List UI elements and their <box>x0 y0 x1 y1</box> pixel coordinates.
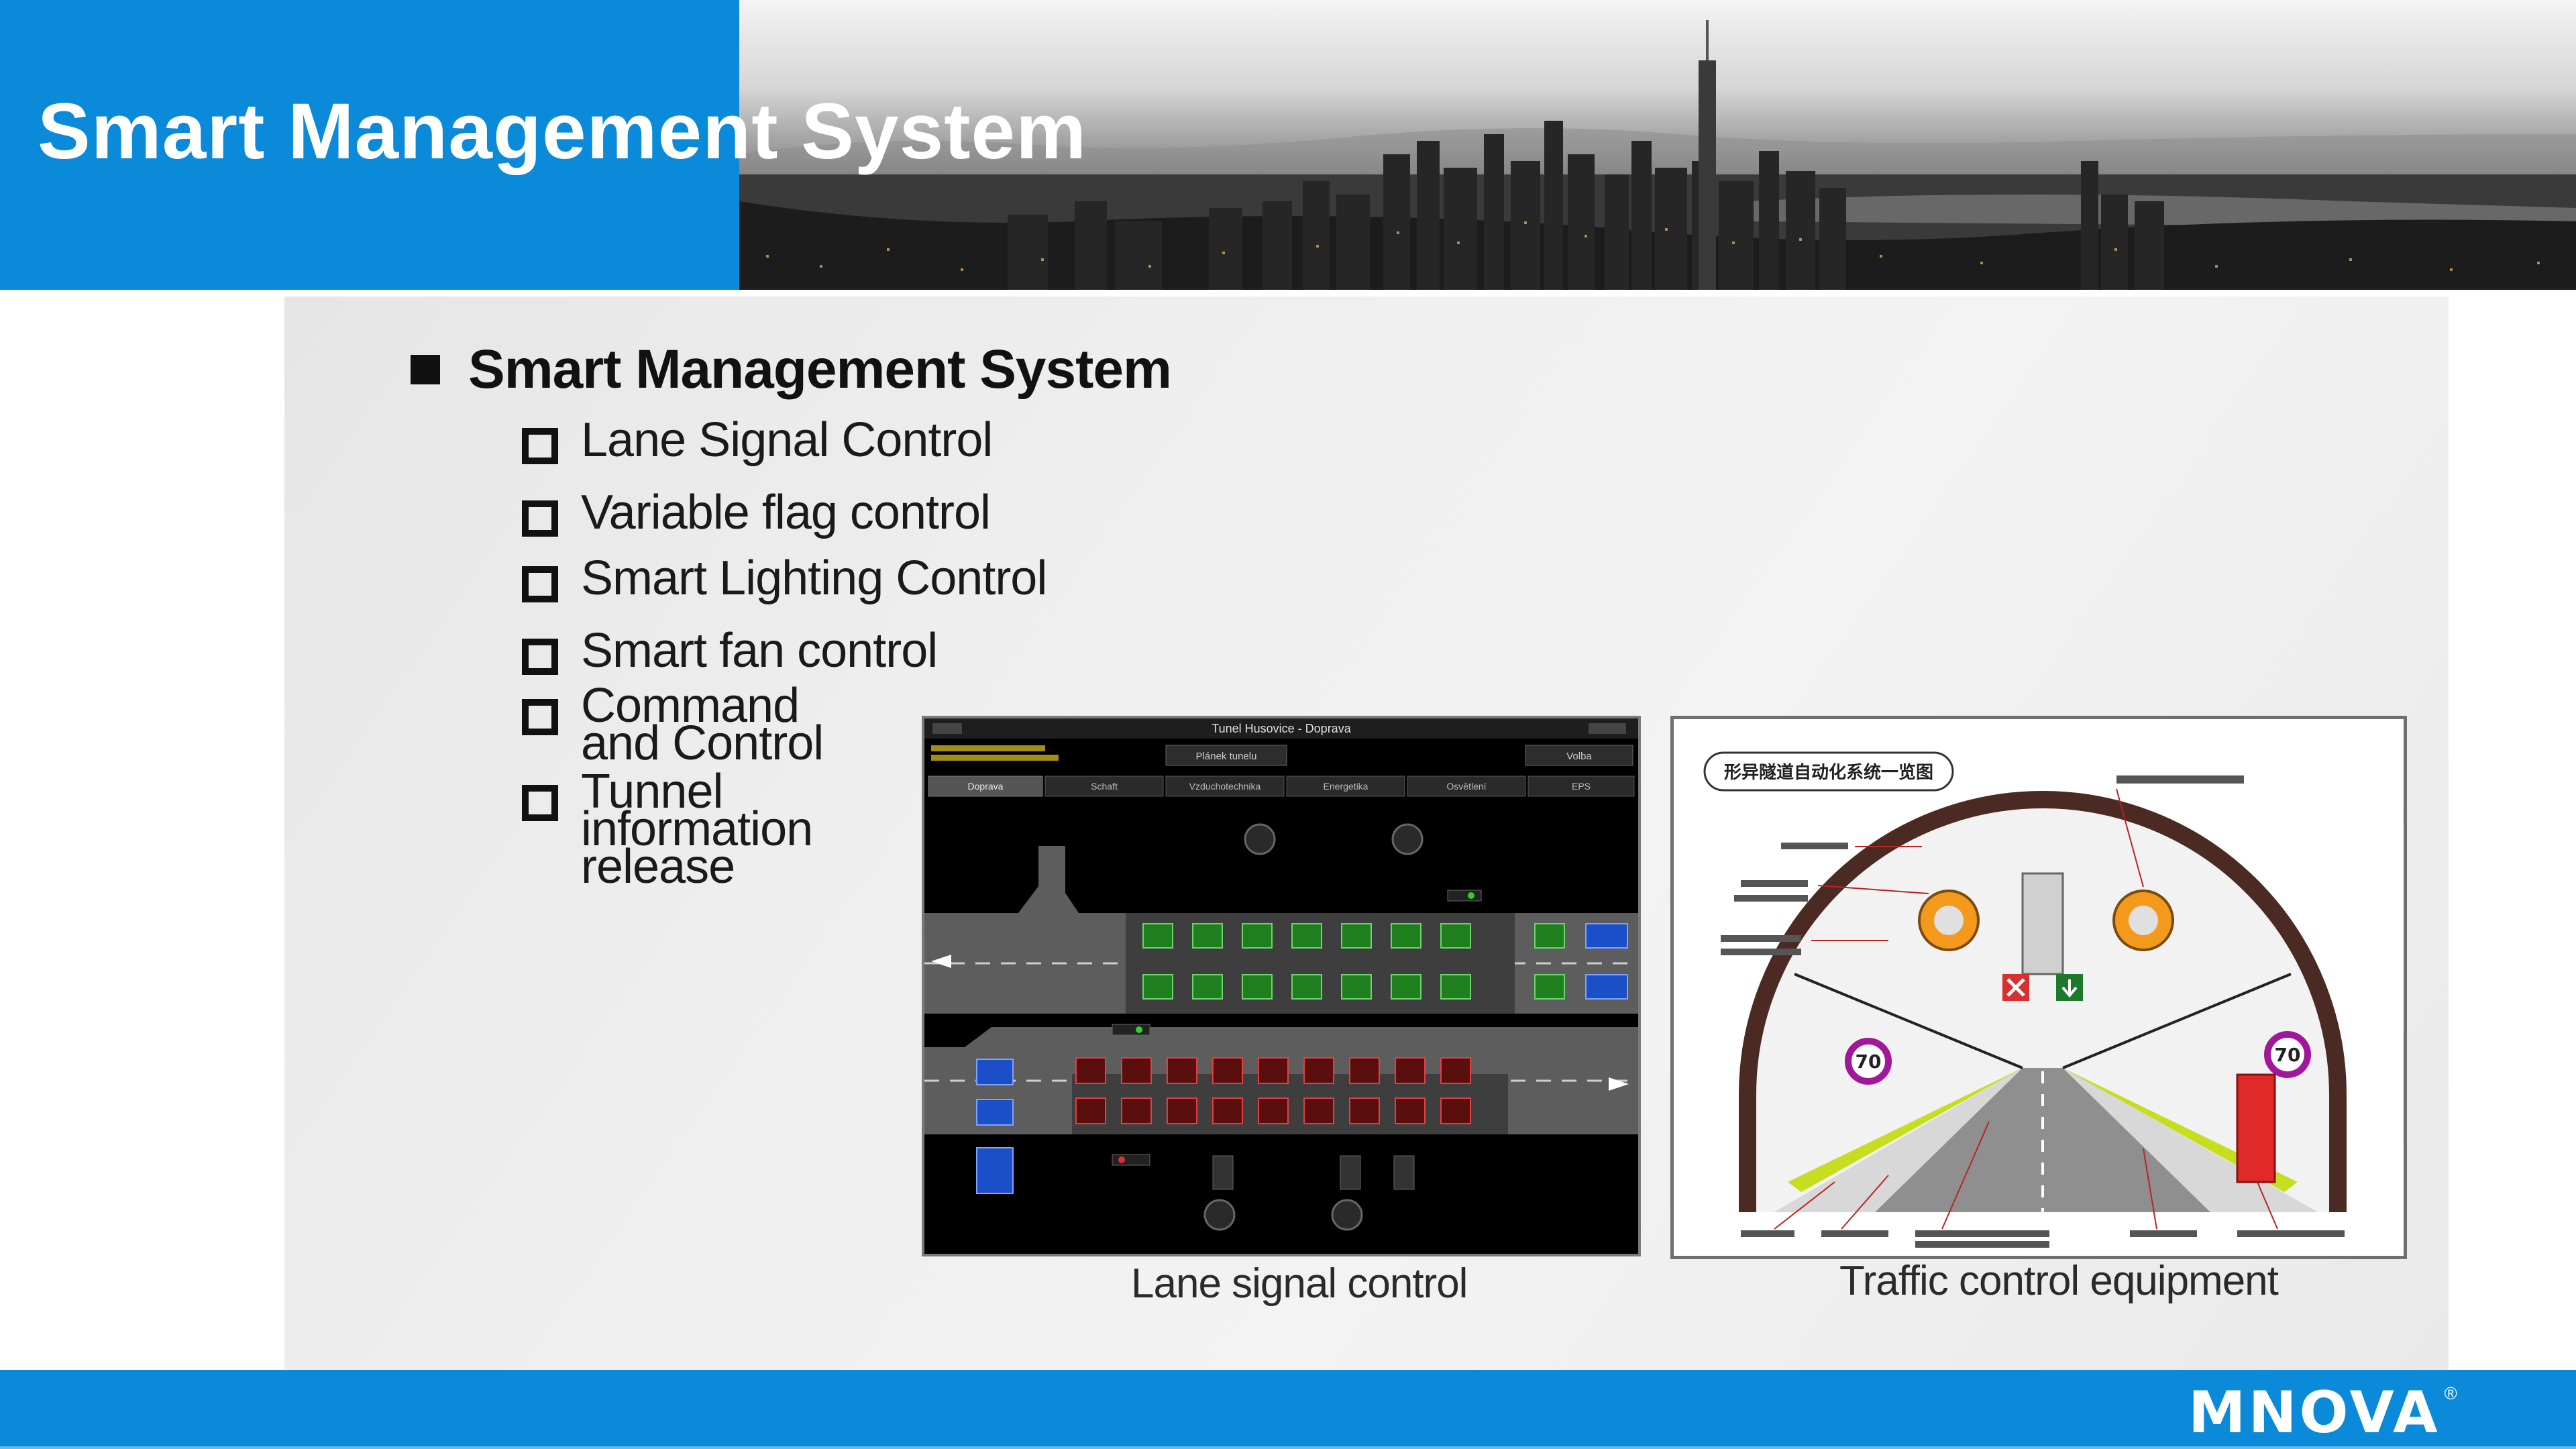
tab-1: Schaft <box>1091 781 1118 792</box>
list-item-label: Smart Lighting Control <box>581 551 1047 605</box>
tab-4: Osvětlení <box>1446 781 1486 792</box>
filled-square-bullet-icon <box>411 355 440 384</box>
hollow-square-bullet-icon <box>522 428 558 464</box>
diagram-title: 形异隧道自动化系统一览图 <box>1724 762 1933 783</box>
list-item-tunnel-info: Tunnel information release <box>522 765 849 894</box>
tab-5: EPS <box>1572 781 1591 792</box>
speed-limit-right: 70 <box>2275 1044 2301 1066</box>
list-item-smart-fan: Smart fan control <box>522 624 938 678</box>
hollow-square-bullet-icon <box>522 699 558 735</box>
hollow-square-bullet-icon <box>522 639 558 675</box>
list-item-lane-signal: Lane Signal Control <box>522 413 993 467</box>
mnova-logo: MNOVA ® <box>2188 1379 2457 1446</box>
list-item-label: Lane Signal Control <box>581 413 993 467</box>
title-block <box>0 0 739 290</box>
hollow-square-bullet-icon <box>522 566 558 602</box>
section-heading: Smart Management System <box>468 339 1172 400</box>
plan-button: Plánek tunelu <box>1196 751 1257 762</box>
lane-signal-screenshot: Tunel Husovice - Doprava Plánek tunelu V… <box>922 716 1641 1256</box>
city-skyline-graphic <box>739 20 2576 290</box>
footer-divider <box>0 1446 2576 1449</box>
tab-0: Doprava <box>968 781 1004 792</box>
header: Smart Management System <box>0 0 2576 290</box>
tunnel-equipment-graphic: 形异隧道自动化系统一览图 70 <box>1703 751 2347 1248</box>
content-panel: Smart Management System Lane Signal Cont… <box>284 297 2449 1370</box>
tab-2: Vzduchotechnika <box>1189 781 1261 792</box>
list-item-label: Command and Control <box>581 679 824 771</box>
select-button: Volba <box>1566 751 1592 762</box>
traffic-control-illustration: 形异隧道自动化系统一览图 70 <box>1670 716 2407 1259</box>
lane-signal-graphic: Tunel Husovice - Doprava Plánek tunelu V… <box>924 718 1638 1231</box>
list-item-label: Variable flag control <box>581 486 991 539</box>
logo-text: MNOVA <box>2188 1379 2440 1446</box>
registered-mark: ® <box>2444 1383 2457 1403</box>
speed-limit-left: 70 <box>1856 1051 1882 1073</box>
list-item-command-control: Command and Control <box>522 679 849 771</box>
hollow-square-bullet-icon <box>522 785 558 821</box>
lane-signal-caption: Lane signal control <box>1131 1260 1468 1307</box>
list-item-variable-flag: Variable flag control <box>522 486 991 539</box>
list-item-label: Smart fan control <box>581 624 938 678</box>
traffic-control-caption: Traffic control equipment <box>1839 1258 2279 1304</box>
hollow-square-bullet-icon <box>522 500 558 537</box>
page-title: Smart Management System <box>38 87 1087 176</box>
list-item-smart-lighting: Smart Lighting Control <box>522 551 1047 605</box>
tab-3: Energetika <box>1324 781 1368 792</box>
main-heading-row: Smart Management System <box>411 338 1172 401</box>
list-item-label: Tunnel information release <box>581 765 813 894</box>
window-title: Tunel Husovice - Doprava <box>1212 722 1351 735</box>
city-banner-image <box>739 0 2576 290</box>
footer-bar <box>0 1370 2576 1449</box>
